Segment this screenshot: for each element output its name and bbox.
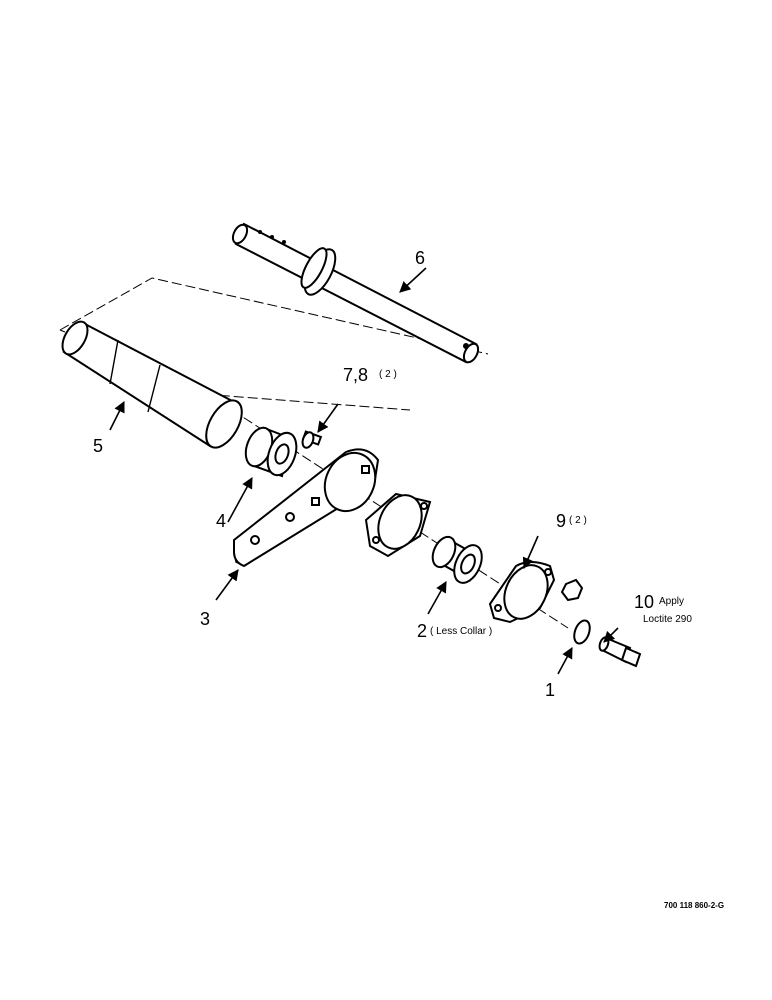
callout-7-8-qty: ( 2 ) [379,369,397,380]
callout-10-note-loctite: Loctite 290 [643,614,692,625]
part-nut [560,578,584,602]
part-2-bearing [431,535,483,584]
part-10-bolt [598,636,642,668]
dash-reference-lines [59,277,569,629]
callout-2-note: ( Less Collar ) [430,626,492,637]
callout-1: 1 [545,680,555,700]
part-7-8-bolt [301,430,323,449]
callout-6: 6 [415,248,425,268]
callout-9-qty: ( 2 ) [569,515,587,526]
part-9-flange-outer [488,561,556,624]
callout-9: 9 [556,511,566,531]
callout-5: 5 [93,436,103,456]
part-3-mount-plate [233,448,380,568]
part-1-washer [573,619,591,645]
callout-3: 3 [200,609,210,629]
drawing-number: 700 118 860-2-G [664,901,724,910]
callout-7-8: 7,8 [343,365,368,385]
leader-arrows [109,267,619,675]
part-5-sleeve [61,320,243,449]
part-6-shaft [231,222,480,364]
part-flange-inner [364,492,432,558]
callout-10-note-apply: Apply [659,596,684,607]
callout-2: 2 [417,621,427,641]
callout-4: 4 [216,511,226,531]
callout-10: 10 [634,592,654,612]
part-4-bushing [244,426,298,478]
